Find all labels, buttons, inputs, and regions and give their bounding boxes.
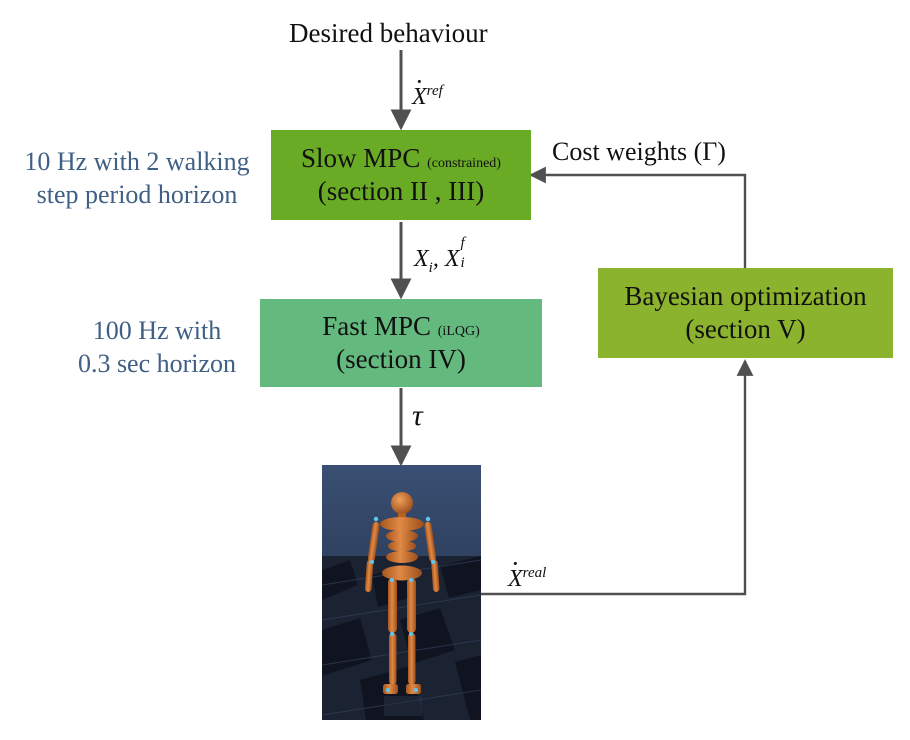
fast-mpc-title: Fast MPC xyxy=(322,311,432,342)
state-symbol-b: X xyxy=(444,246,460,272)
slow-mpc-qualifier: (constrained) xyxy=(427,156,501,172)
real-signal-superscript: real xyxy=(522,565,547,581)
slow-mpc-section: (section II , III) xyxy=(317,176,485,206)
state-separator: , xyxy=(432,246,445,272)
slow-mpc-block: Slow MPC (constrained) (section II , III… xyxy=(271,130,531,220)
robot-simulation-image xyxy=(322,465,481,720)
slow-mpc-note-line1: 10 Hz with 2 walking xyxy=(24,147,250,176)
humanoid-robot xyxy=(364,492,440,694)
real-signal-symbol: X xyxy=(508,566,523,592)
arrow-bayes-to-slow-mpc xyxy=(529,166,747,268)
real-signal-label: Xreal xyxy=(508,565,547,592)
arrow-robot-to-bayes xyxy=(481,359,754,596)
ref-signal-superscript: ref xyxy=(426,83,443,99)
bayes-section: (section V) xyxy=(685,314,806,344)
fast-mpc-note-line1: 100 Hz with xyxy=(92,316,222,345)
fast-mpc-qualifier: (iLQG) xyxy=(437,324,480,340)
input-label: Desired behaviour xyxy=(289,18,488,48)
fast-mpc-block: Fast MPC (iLQG) (section IV) xyxy=(260,299,542,387)
bayesian-optimization-block: Bayesian optimization (section V) xyxy=(598,268,893,358)
ref-signal-symbol: X xyxy=(412,84,427,110)
state-sub-a: i xyxy=(428,259,433,276)
fast-mpc-note-line2: 0.3 sec horizon xyxy=(77,348,237,378)
fast-mpc-note: 100 Hz with 0.3 sec horizon xyxy=(40,315,274,381)
ref-signal-label: Xref xyxy=(412,83,443,110)
cost-weights-label: Cost weights (Γ) xyxy=(552,137,726,166)
state-symbol-a: X xyxy=(414,246,429,272)
fast-mpc-section: (section IV) xyxy=(336,344,466,374)
state-sup-b: f xyxy=(460,235,465,251)
state-sub-b: i xyxy=(460,255,465,271)
slow-mpc-note-line2: step period horizon xyxy=(36,179,238,209)
bayes-title: Bayesian optimization xyxy=(624,281,867,312)
torque-label: τ xyxy=(412,399,423,432)
slow-mpc-note: 10 Hz with 2 walking step period horizon xyxy=(6,146,268,212)
slow-mpc-title: Slow MPC xyxy=(301,143,421,174)
